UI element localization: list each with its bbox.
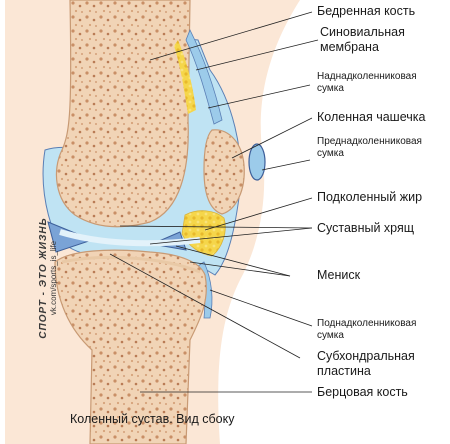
label-femur: Бедренная кость xyxy=(317,4,416,18)
label-synovial-membrane: Синовиальная мембрана xyxy=(320,25,405,55)
label-articular-cartilage: Суставный хрящ xyxy=(317,221,415,235)
femur-bone xyxy=(55,0,191,228)
label-suprapatellar-line2: сумка xyxy=(317,82,344,94)
tibia-bone xyxy=(54,249,207,444)
infrapatellar-fat-pad xyxy=(181,210,226,257)
leader-subchondral xyxy=(109,253,301,359)
articular-cartilage xyxy=(59,229,201,247)
label-infrapatellar-line1: Поднадколенниковая xyxy=(317,318,417,329)
label-meniscus: Мениск xyxy=(317,268,361,282)
leader-patella xyxy=(231,117,313,159)
suprapatellar-bursa xyxy=(185,29,223,125)
prepatellar-bursa xyxy=(248,143,266,181)
label-infrapatellar-bursa: Поднадколенниковая сумка xyxy=(317,318,416,342)
subchondral-plate xyxy=(61,255,201,274)
label-subchondral-line1: Субхондральная xyxy=(317,349,415,363)
leader-meniscus-1 xyxy=(175,245,291,277)
label-subchondral-line2: пластина xyxy=(317,363,371,378)
watermark: СПОРТ - ЭТО ЖИЗНЬ vk.com/sports_is_life xyxy=(38,178,58,378)
leader-femur xyxy=(149,11,313,61)
label-suprapatellar-bursa: Наднадколенниковая сумка xyxy=(317,71,417,95)
label-synovial-line2: мембрана xyxy=(320,39,379,54)
leader-cartilage xyxy=(119,225,313,229)
label-patella: Коленная чашечка xyxy=(317,110,426,124)
label-synovial-line1: Синовиальная xyxy=(320,25,405,39)
leader-lines xyxy=(109,11,319,393)
label-tibia: Берцовая кость xyxy=(317,385,408,399)
label-prepatellar-line1: Преднадколенниковая xyxy=(317,136,422,147)
watermark-title: СПОРТ - ЭТО ЖИЗНЬ xyxy=(38,217,49,339)
label-fat-pad: Подколенный жир xyxy=(317,190,423,204)
leader-infrapatellar xyxy=(209,289,313,327)
leader-prepatellar xyxy=(261,159,311,171)
label-prepatellar-line2: сумка xyxy=(317,147,344,159)
leader-synovial xyxy=(195,39,319,71)
leader-cartilage-2 xyxy=(149,227,313,245)
label-suprapatellar-line1: Наднадколенниковая xyxy=(317,71,417,82)
leader-fat xyxy=(204,197,313,231)
patella-bone xyxy=(203,129,245,215)
watermark-url: vk.com/sports_is_life xyxy=(49,240,58,316)
leader-meniscus-2 xyxy=(189,261,291,277)
suprapatellar-fat xyxy=(174,40,196,114)
diagram-caption: Коленный сустав. Вид сбоку xyxy=(70,412,235,426)
label-subchondral-plate: Субхондральная пластина xyxy=(317,349,415,379)
leader-suprapatellar xyxy=(207,84,311,109)
label-prepatellar-bursa: Преднадколенниковая сумка xyxy=(317,136,422,160)
label-infrapatellar-line2: сумка xyxy=(317,329,344,341)
